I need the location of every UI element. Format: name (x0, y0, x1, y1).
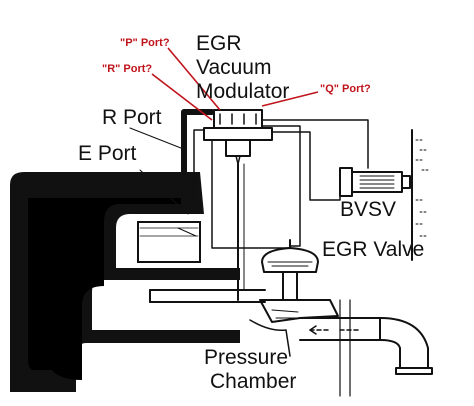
leader-r-port-annotation (151, 73, 213, 121)
annotation-r-port: "R" Port? (102, 63, 152, 75)
label-chamber: Chamber (210, 370, 296, 393)
annotation-leaders (151, 47, 319, 121)
annotation-q-port: "Q" Port? (320, 83, 371, 95)
coolant-hatch (415, 139, 431, 237)
engine-block-edge (339, 299, 351, 397)
chamber-port-tube (249, 319, 291, 357)
egr-valve-diaphragm-housing (261, 247, 319, 273)
leader-q-port (261, 91, 319, 107)
leader-r-port (129, 127, 187, 151)
manifold-throat (137, 221, 201, 263)
label-egr-valve: EGR Valve (322, 238, 424, 261)
label-r-port: R Port (102, 106, 162, 129)
label-bvsv: BVSV (340, 198, 396, 221)
hose-bvsv-upper (261, 119, 369, 169)
annotation-p-port: "P" Port? (120, 37, 170, 49)
label-pressure: Pressure (204, 346, 288, 369)
intake-manifold (10, 172, 240, 392)
modulator-body (203, 127, 273, 141)
pipe-walls (149, 289, 266, 303)
egr-valve (249, 239, 433, 397)
leader-p-port (167, 47, 221, 111)
throat-hatch (139, 227, 199, 237)
label-egr: EGR (196, 32, 242, 55)
hose-to-bvsv (271, 131, 341, 201)
elbow-flange (395, 367, 433, 375)
hose-q-port (261, 125, 301, 247)
exhaust-elbow (379, 317, 429, 369)
flow-arrowhead (309, 325, 317, 335)
modulator-filter (235, 155, 241, 165)
manifold-plenum (28, 198, 184, 380)
chamber-detail (271, 309, 299, 319)
exhaust-pipe (149, 289, 266, 303)
label-e-port: E Port (78, 142, 137, 165)
modulator-lower-chamber (225, 139, 251, 157)
hose-e-port (193, 129, 205, 206)
bvsv-tip (401, 175, 411, 189)
hose-modulator-to-valve (211, 139, 291, 249)
bvsv-body (351, 171, 403, 193)
leader-e-port-2 (177, 227, 197, 237)
label-vacuum: Vacuum (196, 56, 271, 79)
modulator-top-cap (213, 109, 263, 129)
label-modulator: Modulator (196, 80, 289, 103)
bvsv-left-cap (339, 167, 353, 197)
diaphragm-lines (267, 261, 313, 267)
leader-lines (129, 127, 197, 237)
bvsv-coil (359, 175, 395, 189)
bvsv-valve (339, 129, 431, 261)
valve-stem-guide (282, 271, 298, 301)
modulator-ports (219, 113, 257, 125)
leader-e-port (139, 169, 189, 215)
egr-vacuum-modulator (203, 109, 273, 301)
